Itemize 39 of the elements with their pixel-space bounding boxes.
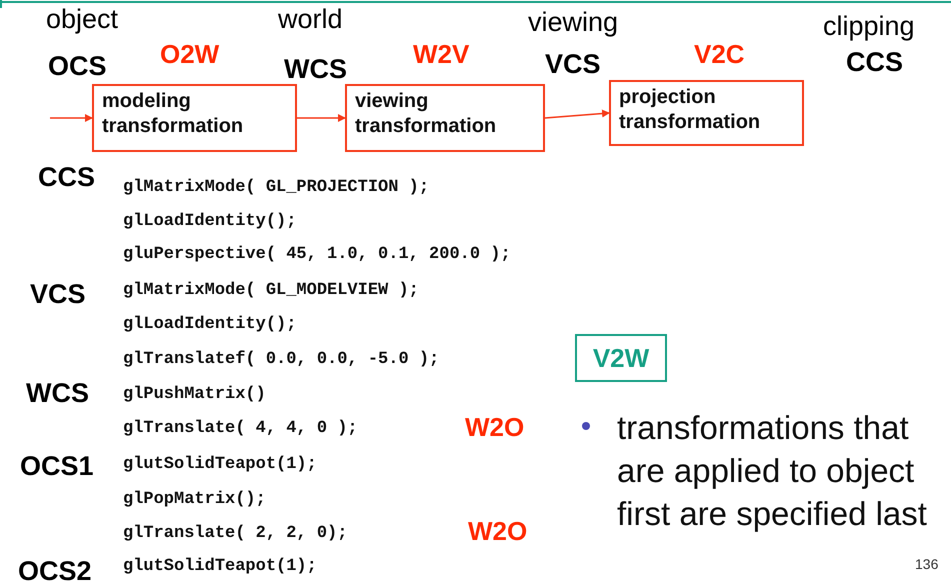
process-box: viewing transformation bbox=[345, 84, 545, 152]
space-name: world bbox=[278, 5, 343, 35]
transform-label-box: V2W bbox=[575, 334, 667, 382]
process-box: projection transformation bbox=[609, 80, 804, 146]
arrow bbox=[50, 114, 93, 122]
space-name: object bbox=[46, 5, 118, 35]
page-number: 136 bbox=[915, 557, 938, 572]
code-line: glutSolidTeapot(1); bbox=[123, 456, 317, 475]
transform-label: W2O bbox=[468, 517, 528, 546]
code-line: glLoadIdentity(); bbox=[123, 213, 296, 232]
transform-label: W2V bbox=[413, 40, 470, 69]
code-line: glMatrixMode( GL_MODELVIEW ); bbox=[123, 282, 419, 301]
process-box: modeling transformation bbox=[92, 84, 297, 152]
code-line: glPopMatrix(); bbox=[123, 491, 266, 510]
coordinate-system-label: WCS bbox=[26, 379, 89, 409]
code-line: glPushMatrix() bbox=[123, 386, 266, 405]
coordinate-system-label: VCS bbox=[545, 50, 601, 80]
code-line: glTranslate( 4, 4, 0 ); bbox=[123, 420, 358, 439]
arrow bbox=[544, 110, 610, 119]
space-name: viewing bbox=[528, 8, 618, 38]
code-line: glutSolidTeapot(1); bbox=[123, 558, 317, 577]
coordinate-system-label: OCS2 bbox=[18, 557, 92, 583]
bullet-text: transformations that are applied to object first are specified last bbox=[617, 408, 928, 534]
coordinate-system-label: OCS bbox=[48, 52, 107, 82]
code-line: glMatrixMode( GL_PROJECTION ); bbox=[123, 179, 430, 198]
transform-label: V2C bbox=[694, 40, 745, 69]
code-line: glLoadIdentity(); bbox=[123, 316, 296, 335]
coordinate-system-label: OCS1 bbox=[20, 452, 94, 482]
coordinate-system-label: WCS bbox=[284, 55, 347, 85]
code-line: glTranslatef( 0.0, 0.0, -5.0 ); bbox=[123, 351, 440, 370]
code-line: glTranslate( 2, 2, 0); bbox=[123, 525, 348, 544]
arrow bbox=[297, 114, 346, 122]
transform-label: O2W bbox=[160, 40, 220, 69]
coordinate-system-label: CCS bbox=[38, 163, 96, 193]
coordinate-system-label: VCS bbox=[30, 280, 86, 310]
space-name: clipping bbox=[823, 12, 915, 42]
transform-label: W2O bbox=[465, 413, 524, 442]
coordinate-system-label: CCS bbox=[846, 48, 904, 78]
code-line: gluPerspective( 45, 1.0, 0.1, 200.0 ); bbox=[123, 246, 511, 265]
